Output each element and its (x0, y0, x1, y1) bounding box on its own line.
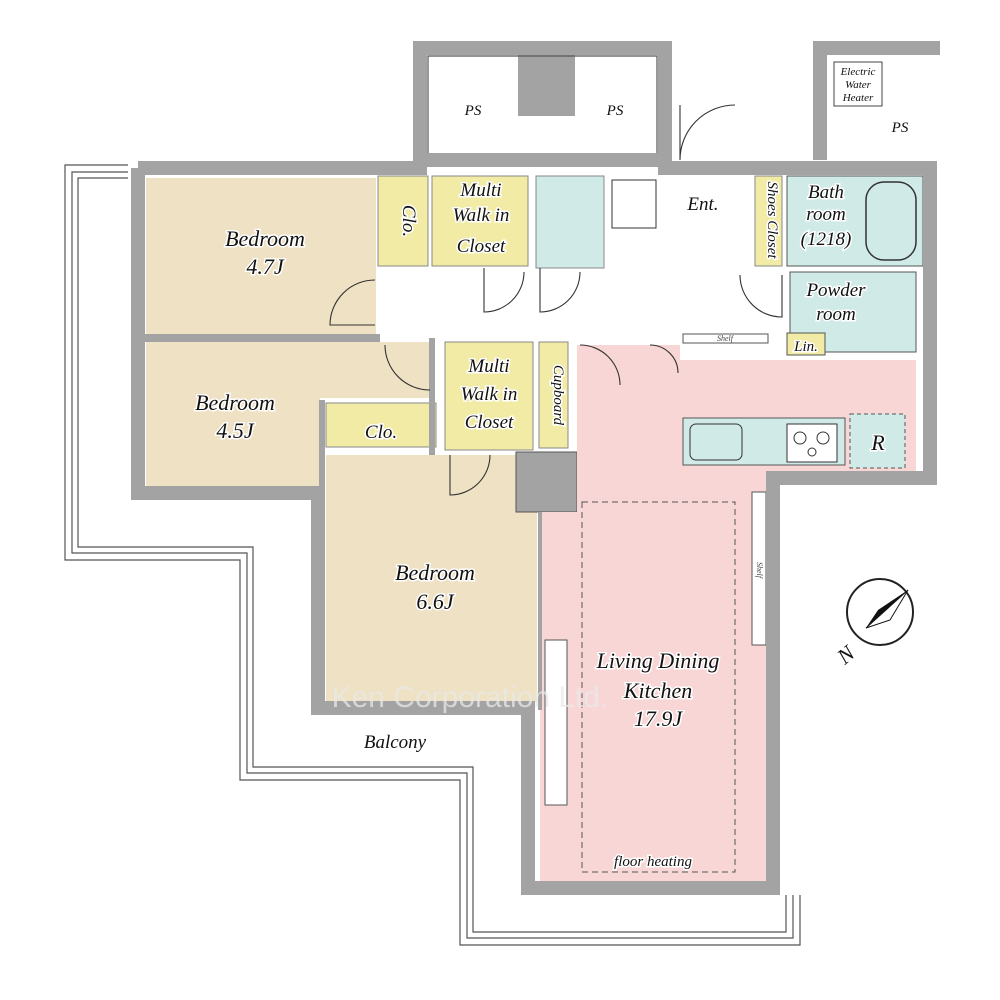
powder-room-line1: Powder (805, 280, 866, 301)
cupboard (538, 341, 569, 449)
walk-in-closet-2-line3: Closet (465, 412, 514, 433)
bathtub (865, 181, 917, 261)
bedroom-3-name: Bedroom (395, 560, 475, 585)
bedroom-3-size: 6.6J (416, 589, 455, 614)
walk-in-closet-1-line3: Closet (457, 236, 506, 257)
bathroom-line1: Bath (808, 182, 844, 203)
closet-1 (377, 175, 429, 267)
entrance-label: Ent. (686, 194, 718, 215)
shelf-entrance (682, 333, 769, 344)
floor-heating-area (581, 501, 736, 873)
bathroom-line3: (1218) (801, 229, 852, 250)
bathroom (786, 175, 924, 267)
linen-closet (786, 332, 826, 356)
closet-1-label: Clo. (398, 205, 419, 237)
ldk-line1: Living Dining (596, 648, 720, 673)
stove-icon (786, 423, 838, 463)
ps-label-1: PS (464, 103, 482, 119)
ldk-line2: Kitchen (623, 678, 692, 703)
walk-in-closet-2-line1: Multi (467, 356, 509, 377)
walk-in-closet-1-line1: Multi (459, 180, 501, 201)
ldk-size: 17.9J (634, 706, 684, 731)
bedroom-2-name: Bedroom (195, 390, 275, 415)
closet-2-label: Clo. (365, 422, 397, 443)
water-heater-line1: Electric (840, 66, 876, 78)
water-heater-line3: Heater (842, 92, 874, 104)
water-heater-line2: Water (845, 79, 872, 91)
bedroom-3 (326, 455, 537, 702)
walk-in-closet-1 (431, 175, 529, 267)
toilet (535, 175, 605, 269)
walk-in-closet-1-line2: Walk in (453, 205, 510, 226)
sink-icon (689, 423, 743, 461)
bathroom-line2: room (806, 204, 845, 225)
living-dining-kitchen (540, 345, 916, 882)
closet-2 (325, 402, 437, 448)
refrigerator-space (849, 413, 906, 469)
pillar (515, 451, 578, 513)
bedroom-2 (146, 342, 432, 486)
bedroom-1 (146, 178, 376, 334)
walk-in-closet-2 (444, 341, 534, 451)
compass-north-label: N (831, 639, 860, 669)
north-compass: N (830, 578, 914, 671)
door-swings (329, 104, 783, 496)
balcony-outline (64, 164, 801, 946)
bedroom-2-size: 4.5J (216, 418, 255, 443)
bedroom-1-name: Bedroom (225, 226, 305, 251)
shelf-ldk-label: Shelf (755, 562, 764, 580)
shoes-closet-label: Shoes Closet (764, 181, 780, 259)
linen-label: Lin. (793, 339, 818, 355)
walk-in-closet-2-line2: Walk in (461, 384, 518, 405)
refrigerator-label: R (870, 430, 885, 455)
shelf-entrance-label: Shelf (717, 334, 735, 343)
pipe-space-right (813, 41, 940, 160)
watermark: Ken Corporation Ltd. (332, 681, 609, 714)
storage-ldk (544, 639, 568, 806)
cupboard-label: Cupboard (550, 365, 566, 426)
powder-room-line2: room (816, 304, 855, 325)
pipe-space-top (413, 41, 672, 160)
floor-heating-note: floor heating (614, 854, 692, 870)
washer-space (611, 179, 657, 229)
balcony-label: Balcony (364, 732, 427, 753)
shoes-closet (754, 175, 783, 267)
walls (131, 153, 937, 895)
bedroom-1-size: 4.7J (246, 254, 285, 279)
ps-label-2: PS (606, 103, 624, 119)
ps-label-3: PS (891, 120, 909, 136)
